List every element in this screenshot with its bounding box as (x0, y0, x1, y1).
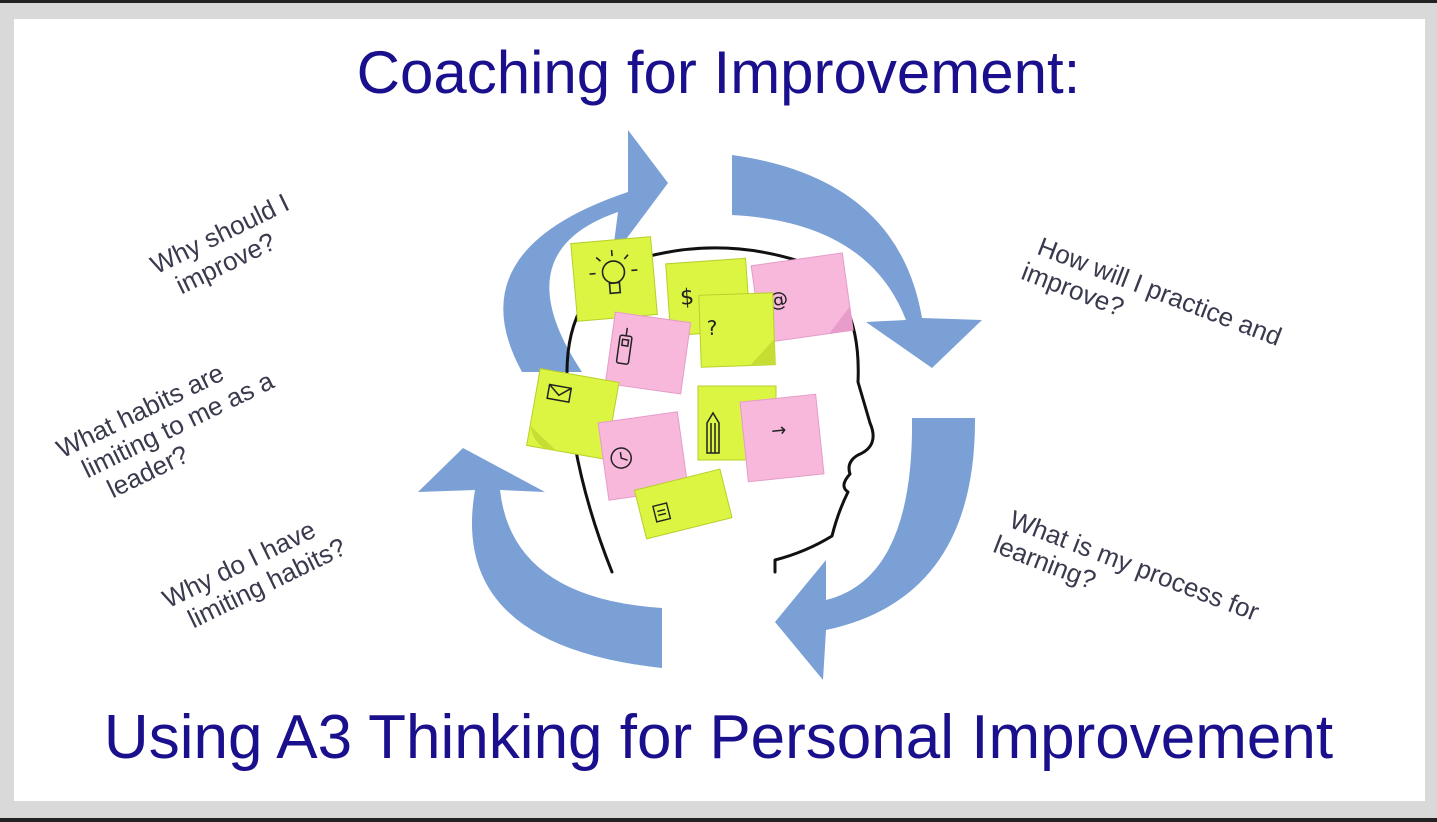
dollar-icon: $ (679, 285, 695, 311)
slide-title: Coaching for Improvement: (356, 39, 1081, 106)
sticky-note-note (633, 468, 733, 540)
sticky-note-arrow: → (739, 393, 825, 483)
sticky-note-phone (604, 311, 692, 395)
head-outline (565, 246, 875, 574)
slide-subtitle: Using A3 Thinking for Personal Improveme… (103, 703, 1334, 772)
note-icon (652, 502, 672, 523)
question-icon: ? (706, 316, 717, 340)
envelope-icon (546, 383, 573, 403)
cycle-arrow-bottom-right (775, 418, 976, 680)
cycle-arrows (418, 130, 982, 680)
clock-icon (610, 447, 632, 469)
cycle-arrow-top-right (732, 155, 982, 368)
arrow-right-icon: → (770, 420, 787, 442)
cycle-arrow-top-left (503, 130, 668, 372)
sticky-notes: $ @ ? (526, 236, 854, 540)
pencil-icon (706, 411, 720, 454)
phone-icon (615, 327, 633, 365)
cycle-arrow-bottom-left (418, 448, 662, 668)
lightbulb-icon (589, 250, 638, 295)
sticky-note-lightbulb (570, 236, 658, 322)
sticky-note-question: ? (698, 292, 776, 368)
